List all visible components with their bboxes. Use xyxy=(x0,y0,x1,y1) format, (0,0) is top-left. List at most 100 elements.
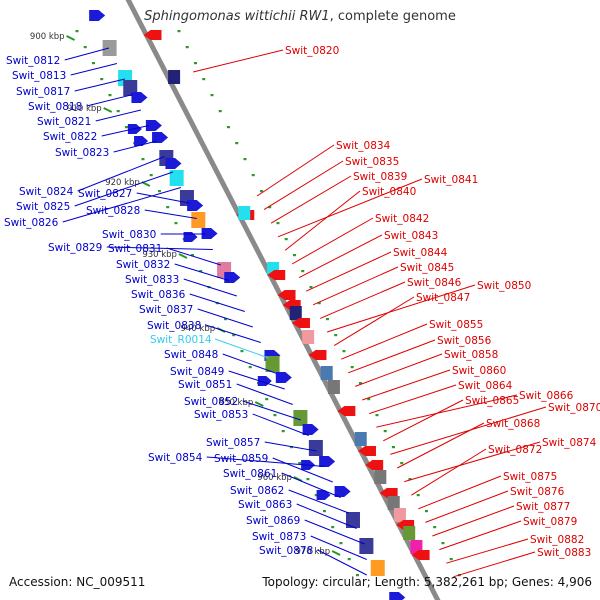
gene-feature[interactable] xyxy=(145,120,162,131)
gene-feature[interactable] xyxy=(152,132,169,143)
gene-label-right[interactable]: Swit_0866 xyxy=(519,390,574,402)
gene-label-right[interactable]: Swit_0870 xyxy=(548,402,600,414)
gene-label-left[interactable]: Swit_0849 xyxy=(170,366,224,378)
gene-feature[interactable] xyxy=(320,366,333,380)
gene-label-right[interactable]: Swit_0858 xyxy=(444,349,498,361)
gene-label-left[interactable]: Swit_0848 xyxy=(164,349,218,361)
gene-label-right[interactable]: Swit_0820 xyxy=(285,45,339,57)
gene-label-left[interactable]: Swit_0861 xyxy=(223,468,277,480)
gene-label-left[interactable]: Swit_0827 xyxy=(78,188,132,200)
gene-feature[interactable] xyxy=(168,70,181,84)
gene-label-right[interactable]: Swit_0860 xyxy=(452,365,506,377)
gene-feature[interactable] xyxy=(354,432,367,446)
gene-label-left[interactable]: Swit_0821 xyxy=(37,116,91,128)
gene-label-right[interactable]: Swit_0855 xyxy=(429,319,483,331)
gene-label-right[interactable]: Swit_0864 xyxy=(458,380,513,392)
gene-label-left[interactable]: Swit_0830 xyxy=(102,229,156,241)
gene-label-left[interactable]: Swit_0825 xyxy=(16,201,70,213)
gene-label-left[interactable]: Swit_0873 xyxy=(252,531,306,543)
gene-feature[interactable] xyxy=(289,306,302,320)
gene-feature[interactable] xyxy=(308,350,327,360)
gene-feature[interactable] xyxy=(191,212,206,228)
gene-label-right[interactable]: Swit_0850 xyxy=(477,280,531,292)
gene-label-right[interactable]: Swit_0868 xyxy=(486,418,540,430)
gene-label-right[interactable]: Swit_0883 xyxy=(537,547,591,559)
gene-label-left[interactable]: Swit_0818 xyxy=(28,101,82,113)
gene-label-left[interactable]: Swit_0822 xyxy=(43,131,97,143)
gene-label-left[interactable]: Swit_0852 xyxy=(184,396,238,408)
gene-feature[interactable] xyxy=(143,30,162,40)
gene-feature[interactable] xyxy=(387,496,400,510)
gene-label-left[interactable]: Swit_0831 xyxy=(108,243,162,255)
gene-feature[interactable] xyxy=(319,456,336,467)
gene-feature[interactable] xyxy=(308,440,323,456)
gene-label-left[interactable]: Swit_0878 xyxy=(259,545,313,557)
gene-feature[interactable] xyxy=(291,318,310,328)
gene-label-left[interactable]: Swit_0826 xyxy=(4,217,59,229)
gene-feature[interactable] xyxy=(277,290,296,300)
gene-feature[interactable] xyxy=(327,380,340,394)
gene-label-left[interactable]: Swit_0832 xyxy=(116,259,170,271)
gene-label-right[interactable]: Swit_0865 xyxy=(465,395,519,407)
gene-label-right[interactable]: Swit_0846 xyxy=(407,277,462,289)
gene-label-right[interactable]: Swit_0882 xyxy=(530,534,584,546)
gene-label-left[interactable]: Swit_0862 xyxy=(230,485,284,497)
gene-label-left[interactable]: Swit_0859 xyxy=(214,453,268,465)
gene-feature[interactable] xyxy=(365,460,384,470)
gene-label-left[interactable]: Swit_0836 xyxy=(131,289,186,301)
gene-label-right[interactable]: Swit_0879 xyxy=(523,516,577,528)
gene-label-right[interactable]: Swit_0839 xyxy=(353,171,407,183)
gene-label-right[interactable]: Swit_0841 xyxy=(424,174,478,186)
gene-label-left[interactable]: Swit_0837 xyxy=(139,304,193,316)
gene-feature[interactable] xyxy=(370,560,385,576)
gene-label-left[interactable]: Swit_0863 xyxy=(238,499,292,511)
gene-feature[interactable] xyxy=(224,272,241,283)
gene-feature[interactable] xyxy=(302,424,319,435)
gene-label-left[interactable]: Swit_0854 xyxy=(148,452,203,464)
gene-feature[interactable] xyxy=(393,508,406,522)
gene-feature[interactable] xyxy=(89,10,106,21)
gene-label-left[interactable]: Swit_0869 xyxy=(246,515,300,527)
gene-label-left[interactable]: Swit_R0014 xyxy=(150,334,212,346)
gene-label-left[interactable]: Swit_0817 xyxy=(16,86,70,98)
gene-label-right[interactable]: Swit_0875 xyxy=(503,471,557,483)
gene-feature[interactable] xyxy=(134,136,149,146)
gene-label-right[interactable]: Swit_0844 xyxy=(393,247,448,259)
gene-feature[interactable] xyxy=(165,158,182,169)
gene-label-left[interactable]: Swit_0812 xyxy=(6,55,60,67)
gene-label-left[interactable]: Swit_0829 xyxy=(48,242,102,254)
gene-label-left[interactable]: Swit_0853 xyxy=(194,409,248,421)
gene-label-right[interactable]: Swit_0856 xyxy=(437,335,492,347)
gene-label-left[interactable]: Swit_0833 xyxy=(125,274,179,286)
gene-feature[interactable] xyxy=(293,410,308,426)
gene-feature[interactable] xyxy=(201,228,218,239)
gene-label-right[interactable]: Swit_0834 xyxy=(336,140,391,152)
gene-label-right[interactable]: Swit_0842 xyxy=(375,213,429,225)
gene-label-right[interactable]: Swit_0835 xyxy=(345,156,399,168)
gene-label-left[interactable]: Swit_0851 xyxy=(178,379,232,391)
gene-feature[interactable] xyxy=(359,538,374,554)
gene-label-right[interactable]: Swit_0877 xyxy=(516,501,570,513)
gene-label-left[interactable]: Swit_0828 xyxy=(86,205,140,217)
gene-feature[interactable] xyxy=(379,488,398,498)
gene-feature[interactable] xyxy=(357,446,376,456)
gene-label-right[interactable]: Swit_0876 xyxy=(510,486,565,498)
gene-label-right[interactable]: Swit_0845 xyxy=(400,262,454,274)
gene-feature[interactable] xyxy=(302,330,315,344)
gene-feature[interactable] xyxy=(187,200,204,211)
gene-feature[interactable] xyxy=(169,170,184,186)
gene-label-left[interactable]: Swit_0813 xyxy=(12,70,66,82)
gene-label-right[interactable]: Swit_0872 xyxy=(488,444,542,456)
gene-feature[interactable] xyxy=(275,372,292,383)
gene-feature[interactable] xyxy=(403,526,416,540)
gene-label-right[interactable]: Swit_0874 xyxy=(542,437,597,449)
gene-feature[interactable] xyxy=(238,206,251,220)
gene-label-left[interactable]: Swit_0823 xyxy=(55,147,109,159)
gene-feature[interactable] xyxy=(267,270,286,280)
gene-feature[interactable] xyxy=(102,40,117,56)
gene-feature[interactable] xyxy=(131,92,148,103)
gene-label-right[interactable]: Swit_0840 xyxy=(362,186,416,198)
gene-feature[interactable] xyxy=(411,550,430,560)
gene-feature[interactable] xyxy=(374,470,387,484)
